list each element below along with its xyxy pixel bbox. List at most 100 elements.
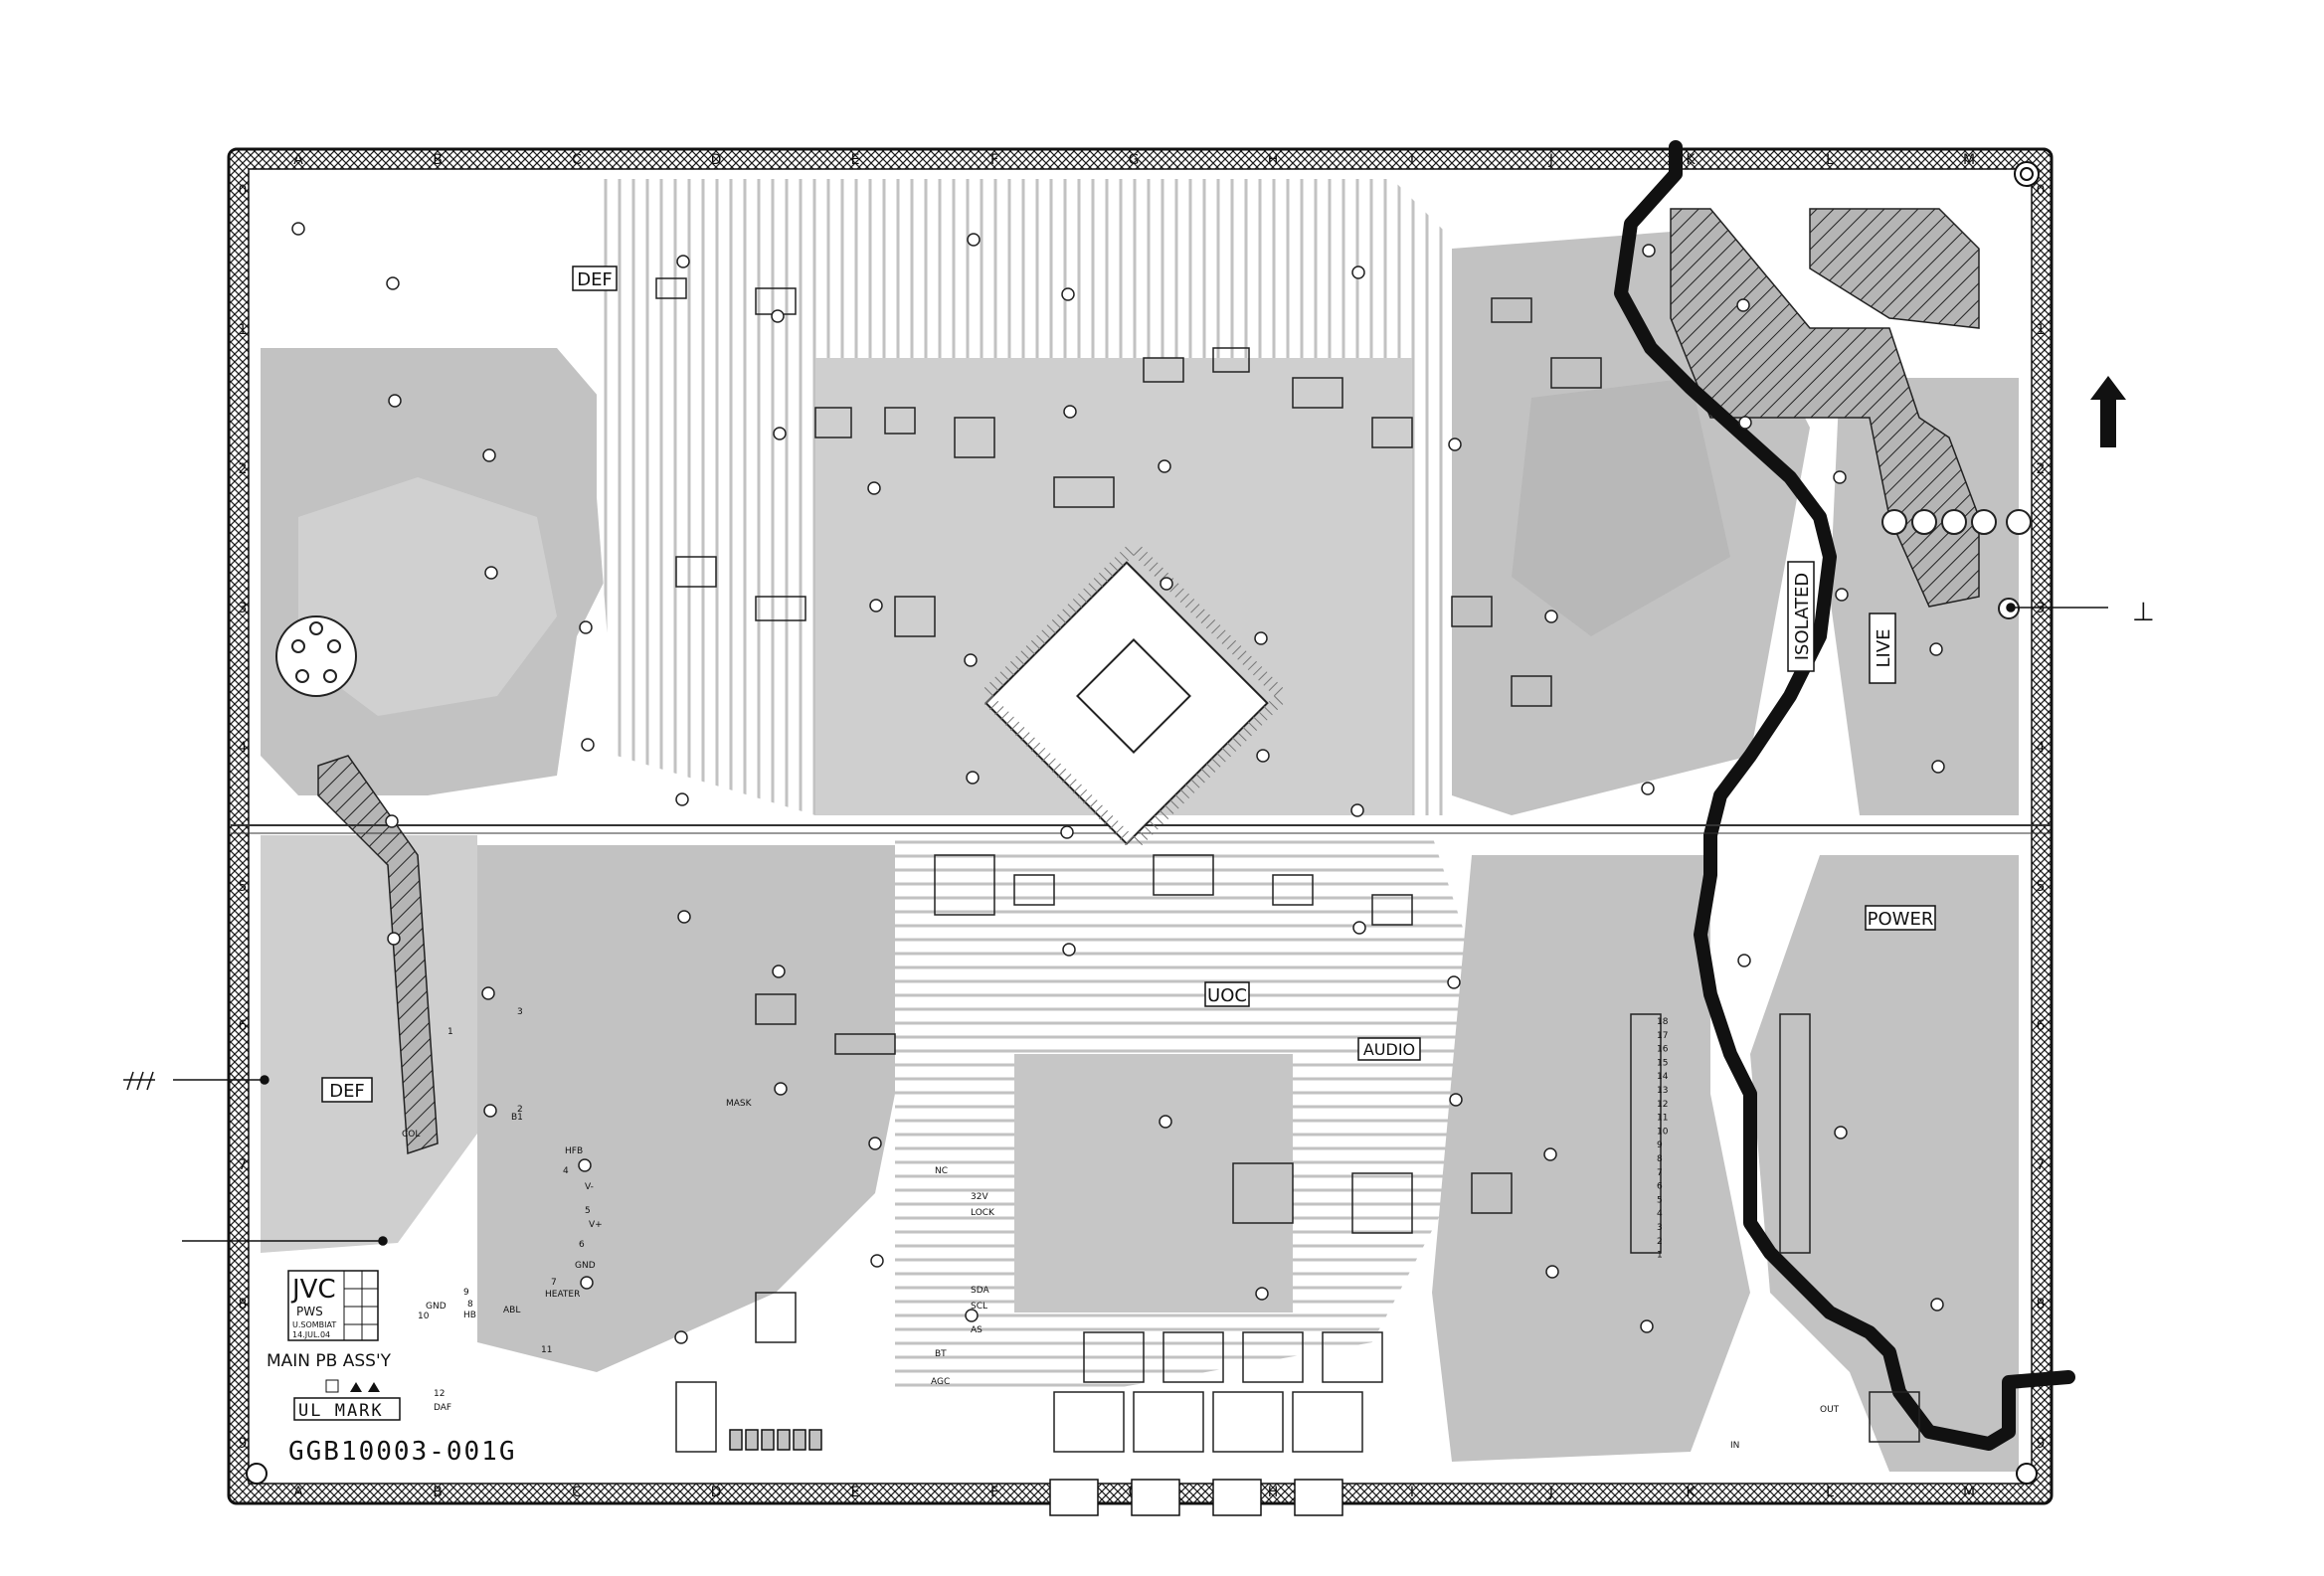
- pin-number: 8: [467, 1300, 473, 1310]
- label-audio: AUDIO: [1357, 1037, 1421, 1061]
- connector-pin-number: 18: [1657, 1017, 1669, 1027]
- grid-col-bottom-E: E: [851, 1485, 860, 1500]
- solder-pad: [1447, 975, 1461, 989]
- main-ic-footprint: [983, 546, 1284, 846]
- component-outline: [1053, 476, 1115, 508]
- component-outline: [675, 1381, 717, 1453]
- solder-pad: [676, 255, 690, 268]
- solder-pad: [387, 932, 401, 946]
- pin-number: 4: [563, 1166, 569, 1176]
- solder-pad: [869, 599, 883, 613]
- pin-label-abl: ABL: [503, 1306, 520, 1315]
- grid-col-bottom-J: J: [1548, 1485, 1553, 1500]
- header-pin: [729, 1429, 743, 1451]
- component-outline: [1272, 874, 1314, 906]
- label-def-top: DEF: [572, 265, 618, 291]
- component-outline: [755, 993, 797, 1025]
- pin-label-vplus: V+: [589, 1220, 603, 1230]
- pin-label-b1: B1: [511, 1113, 523, 1123]
- logo-line-1: PWS: [296, 1305, 323, 1318]
- jvc-logo-block: JVC PWS U.SOMBIAT 14.JUL.04: [287, 1270, 379, 1341]
- grid-row-left-2: 2: [239, 461, 248, 477]
- grid-col-top-G: G: [1129, 152, 1140, 168]
- pin-number: 7: [551, 1278, 557, 1288]
- solder-pad: [484, 566, 498, 580]
- grid-col-bottom-D: D: [711, 1485, 722, 1500]
- connector-pin-number: 5: [1657, 1195, 1663, 1205]
- grid-row-right-3: 3: [2037, 601, 2046, 616]
- component-outline: [1292, 377, 1343, 409]
- component-outline: [1083, 1331, 1145, 1383]
- grid-row-right-4: 4: [2037, 740, 2046, 756]
- connector-pin-number: 16: [1657, 1045, 1669, 1055]
- grid-col-top-J: J: [1548, 152, 1553, 168]
- solder-pad: [1835, 588, 1849, 602]
- component-outline: [1053, 1391, 1125, 1453]
- component-outline: [1371, 894, 1413, 926]
- solder-pad: [1063, 405, 1077, 419]
- grid-row-left-8: 8: [239, 1297, 248, 1313]
- solder-pad: [482, 448, 496, 462]
- solder-pad: [966, 771, 980, 785]
- grid-row-right-0: 0: [2037, 183, 2046, 199]
- grid-row-left-4: 4: [239, 740, 248, 756]
- label-def-bottom: DEF: [321, 1077, 373, 1103]
- svg-text:DEF: DEF: [577, 269, 613, 290]
- grid-col-top-L: L: [1826, 152, 1834, 168]
- header-pin: [777, 1429, 791, 1451]
- grid-col-top-K: K: [1686, 152, 1696, 168]
- grid-col-top-F: F: [990, 152, 998, 168]
- pin-label-gnd1: GND: [575, 1261, 596, 1271]
- component-outline: [1630, 1013, 1662, 1254]
- bottom-connector-pads: [729, 1429, 1343, 1516]
- grid-col-top-B: B: [433, 152, 443, 168]
- svg-text:ISOLATED: ISOLATED: [1792, 573, 1813, 661]
- grid-row-left-9: 9: [239, 1436, 248, 1452]
- component-outline: [1232, 1162, 1294, 1224]
- svg-text:POWER: POWER: [1868, 909, 1934, 930]
- grid-row-right-9: 9: [2037, 1436, 2046, 1452]
- component-outline: [1491, 297, 1532, 323]
- grid-row-left-7: 7: [239, 1157, 248, 1173]
- grid-row-right-6: 6: [2037, 1018, 2046, 1034]
- pin-number: 2: [517, 1105, 523, 1115]
- component-outline: [755, 596, 806, 621]
- grid-row-right-7: 7: [2037, 1157, 2046, 1173]
- component-outline: [1292, 1391, 1363, 1453]
- solder-pad: [1062, 943, 1076, 957]
- grid-row-left-1: 1: [239, 322, 248, 338]
- component-outlines: [291, 222, 1945, 1453]
- label-power: POWER: [1865, 905, 1936, 931]
- grid-row-right-1: 1: [2037, 322, 2046, 338]
- connector-pin-number: 6: [1657, 1182, 1663, 1192]
- mounting-holes: [246, 161, 2040, 1485]
- connector-pin-number: 8: [1657, 1154, 1663, 1164]
- header-pin: [761, 1429, 775, 1451]
- solder-pad: [1158, 459, 1171, 473]
- pin-label-heater: HEATER: [545, 1290, 580, 1300]
- solder-pad: [967, 233, 981, 247]
- pin-label-out: OUT: [1820, 1405, 1840, 1415]
- solder-pad: [579, 620, 593, 634]
- external-leaders: [173, 603, 2108, 1246]
- grid-col-bottom-F: F: [990, 1485, 998, 1500]
- solder-pad: [868, 1137, 882, 1150]
- pin-label-agc: AGC: [931, 1377, 950, 1387]
- pin-label-gnd2: GND: [426, 1302, 447, 1312]
- solder-pad: [1352, 921, 1366, 935]
- grid-row-left-0: 0: [239, 183, 248, 199]
- header-pin: [745, 1429, 759, 1451]
- component-outline: [1133, 1391, 1204, 1453]
- solder-pad: [578, 1158, 592, 1172]
- grid-row-right-8: 8: [2037, 1297, 2046, 1313]
- connector-pin-number: 9: [1657, 1140, 1663, 1150]
- solder-pad: [870, 1254, 884, 1268]
- component-outline: [1013, 874, 1055, 906]
- grid-col-bottom-H: H: [1268, 1485, 1279, 1500]
- connector-pin-number: 14: [1657, 1072, 1669, 1082]
- pin-number: 9: [463, 1288, 469, 1298]
- grid-col-top-C: C: [572, 152, 582, 168]
- edge-connector-pad: [1049, 1479, 1099, 1516]
